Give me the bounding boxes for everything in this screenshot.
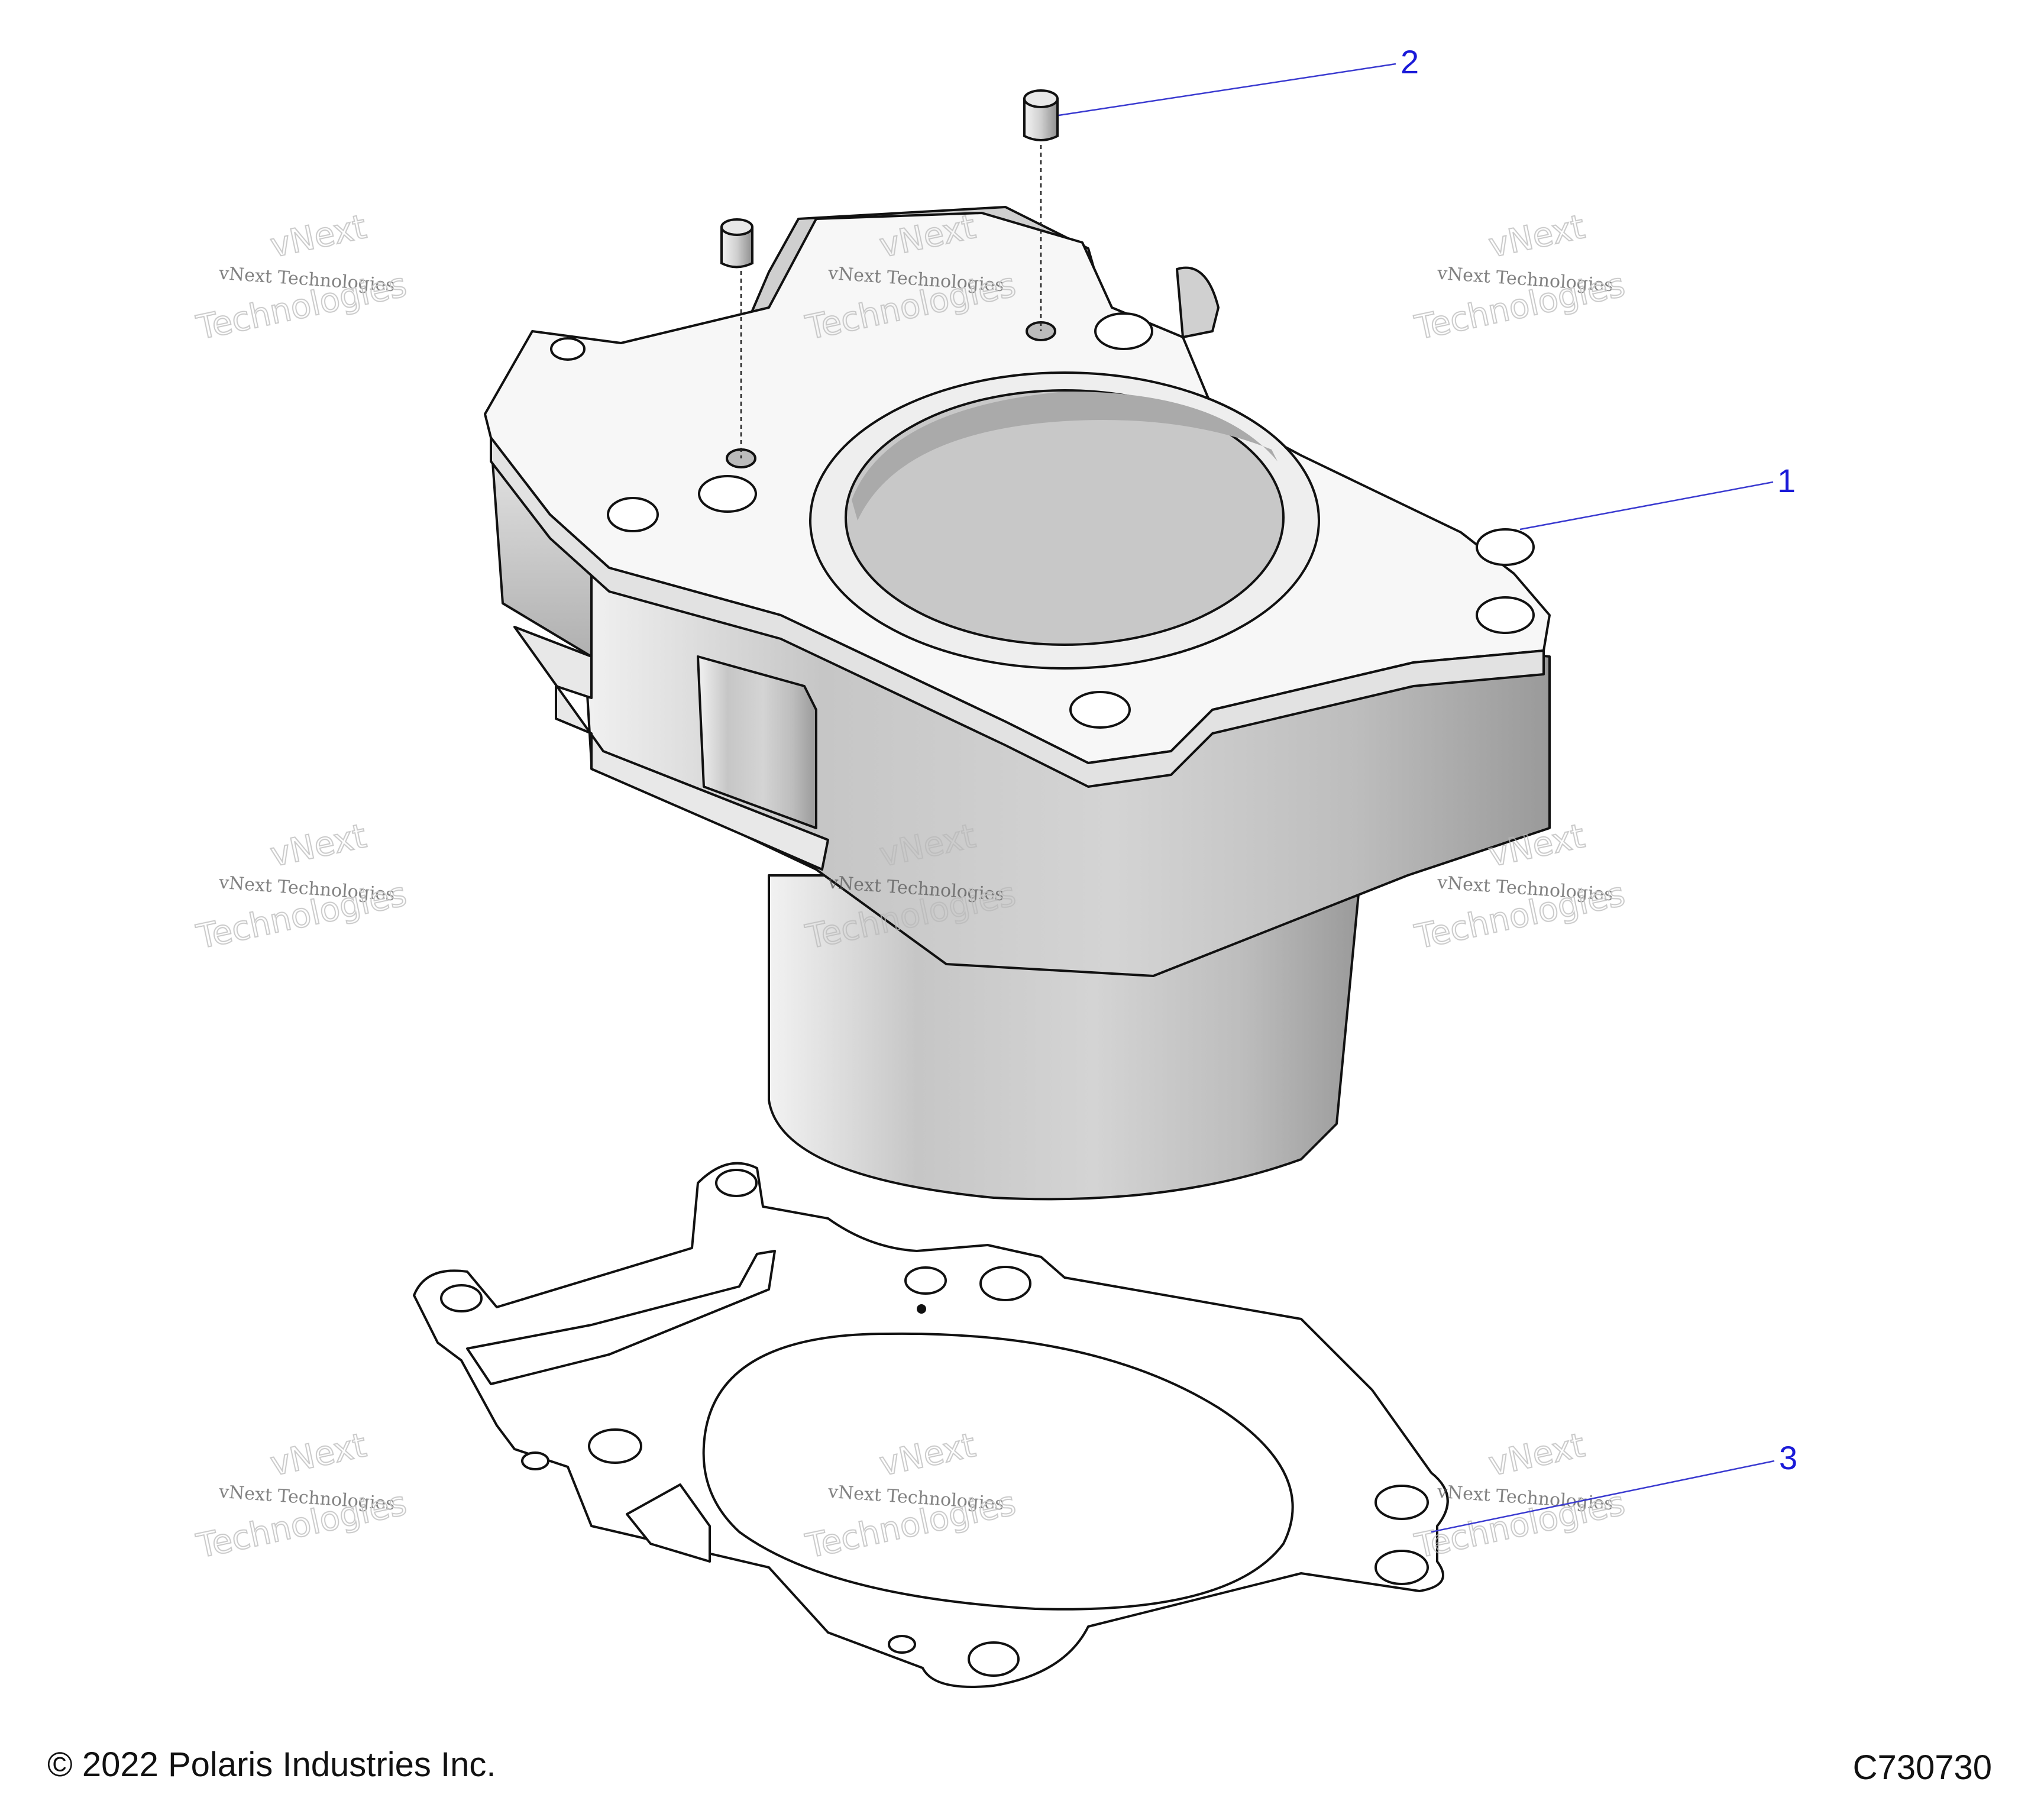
watermark: vNext vNext Technologies Technologies <box>193 207 410 348</box>
cylinder-deck-edge <box>490 437 1545 788</box>
watermark-top: vNext <box>267 817 370 875</box>
callout-2-leader <box>1058 63 1396 117</box>
watermark: vNext vNext Technologies Technologies <box>193 1425 410 1567</box>
gasket-water-slot-lower <box>626 1483 711 1563</box>
cylinder-bore <box>845 389 1285 646</box>
cylinder-side-boss <box>697 655 817 829</box>
cylinder-bolt-holes <box>550 312 1535 729</box>
callout-3-number[interactable]: 3 <box>1779 1439 1797 1476</box>
watermark-top: vNext <box>267 208 370 266</box>
watermark-top: vNext <box>267 1426 370 1484</box>
cylinder-rear-boss <box>1176 266 1220 338</box>
gasket-bore <box>702 1332 1294 1611</box>
cylinder-barrel <box>768 874 1361 1201</box>
cylinder-side-flange <box>513 626 829 871</box>
cylinder-bore-shadow <box>852 391 1278 520</box>
callout-1[interactable]: 1 <box>1519 462 1796 531</box>
callout-2[interactable]: 2 <box>1058 43 1419 117</box>
watermark-top: vNext <box>1486 1426 1589 1484</box>
cylinder-part <box>484 206 1551 1201</box>
watermark-top: vNext <box>1486 208 1589 266</box>
watermark: vNext vNext Technologies Technologies <box>1411 207 1629 348</box>
dowel-centerlines <box>740 145 1042 458</box>
gasket-small-dot <box>917 1304 926 1314</box>
copyright-notice: © 2022 Polaris Industries Inc. <box>47 1745 496 1784</box>
callout-3-leader <box>1431 1460 1775 1533</box>
gasket-water-slot-upper <box>466 1250 776 1385</box>
dowel-pin-right <box>1023 89 1059 141</box>
gasket-bolt-holes <box>440 1169 1429 1677</box>
callout-3[interactable]: 3 <box>1431 1439 1797 1533</box>
callout-1-number[interactable]: 1 <box>1777 462 1796 499</box>
figure-code: C730730 <box>1852 1748 1992 1787</box>
dowel-pin-left <box>720 218 753 269</box>
callout-2-number[interactable]: 2 <box>1401 43 1419 80</box>
callout-1-leader <box>1519 481 1774 531</box>
cylinder-base-gasket <box>413 1162 1449 1688</box>
watermark: vNext vNext Technologies Technologies <box>193 816 410 958</box>
